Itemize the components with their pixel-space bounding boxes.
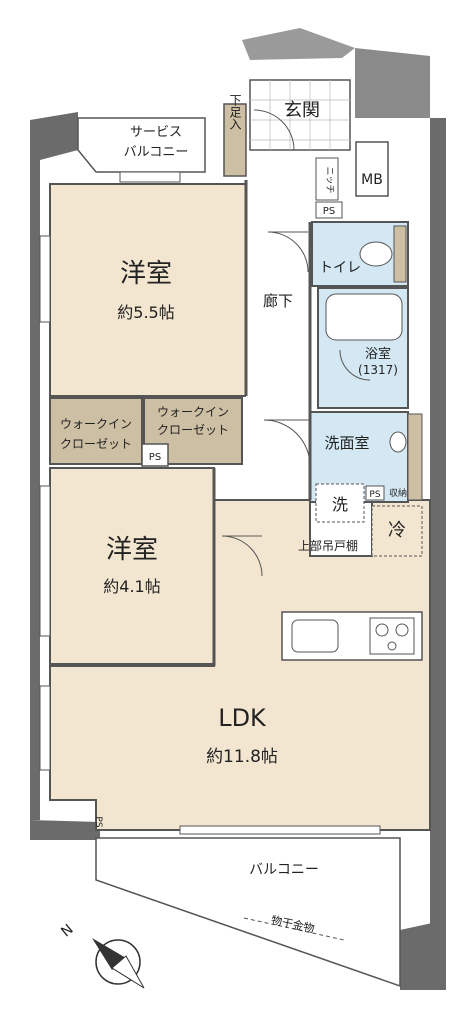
balcony	[95, 837, 401, 988]
fridge-label: 冷	[388, 520, 406, 541]
ps-label-ldk: PS	[93, 816, 103, 827]
kitchen-sink	[291, 619, 339, 653]
balcony-label: バルコニー	[249, 862, 319, 878]
burner-2	[395, 623, 409, 637]
walk-in-closet-2-line2: クローゼット	[157, 423, 229, 437]
drying-hardware-line	[243, 917, 345, 941]
ps-label-closet: PS	[149, 452, 161, 463]
exterior-walls	[30, 28, 446, 990]
compass-label: N	[58, 921, 76, 940]
washer-label: 洗	[332, 495, 348, 514]
ldk-name: LDK	[218, 704, 267, 732]
western-room-2-name: 洋室	[106, 535, 158, 565]
interior-walls	[212, 180, 312, 666]
upper-cabinet-label: 上部吊戸棚	[298, 538, 358, 553]
service-balcony-line2: バルコニー	[124, 145, 189, 160]
western-room-1-size: 約5.5帖	[117, 303, 174, 322]
fridge-space	[371, 505, 423, 557]
washroom-label: 洗面室	[324, 434, 369, 452]
burner-3	[387, 641, 397, 651]
ps-box-closet	[141, 443, 169, 467]
western-room-2-size: 約4.1帖	[103, 577, 160, 596]
toilet-label: トイレ	[319, 260, 361, 276]
service-balcony-line1: サービス	[130, 125, 182, 140]
ps-box-wash	[365, 485, 385, 501]
walk-in-closet-1-line2: クローゼット	[60, 437, 132, 451]
door-swings	[221, 109, 371, 577]
corridor	[246, 180, 310, 498]
ps-label-wash: PS	[369, 490, 380, 500]
walk-in-closet-1	[49, 397, 143, 465]
balcony-windows	[179, 825, 381, 835]
burner-1	[375, 623, 389, 637]
western-room-1	[49, 183, 247, 397]
walk-in-closet-2-line1: ウォークイン	[157, 405, 229, 419]
mb-label: MB	[361, 172, 383, 188]
ps-label-top: PS	[323, 206, 335, 217]
stove	[369, 617, 415, 655]
corridor-label: 廊下	[263, 292, 293, 310]
ldk-room	[49, 499, 431, 831]
western-room-2	[49, 467, 215, 665]
ldk-size: 約11.8帖	[206, 747, 278, 767]
entrance-tiles	[250, 80, 350, 150]
shoe-storage-label: 下足入	[228, 94, 242, 130]
toilet-upper-cabinet	[393, 225, 407, 283]
compass-icon: N	[58, 921, 145, 989]
storage-label: 収納	[389, 487, 407, 499]
walk-in-closet-1-line1: ウォークイン	[60, 417, 132, 431]
niche-label: ニッチ	[324, 166, 335, 193]
niche	[315, 157, 339, 201]
entrance-floor	[249, 79, 351, 151]
bathroom-name: 浴室	[365, 346, 391, 362]
bathtub	[325, 293, 403, 341]
bathroom-size: (1317)	[358, 363, 398, 377]
window-marks	[39, 171, 181, 771]
washer-space	[315, 483, 365, 523]
ps-box-top	[315, 201, 343, 219]
wash-basin	[389, 431, 407, 453]
western-room-1-name: 洋室	[120, 259, 172, 289]
toilet-bowl	[359, 241, 393, 267]
mb-box	[355, 141, 389, 197]
washroom-storage	[407, 413, 423, 501]
entrance-label: 玄関	[284, 100, 320, 121]
shoe-storage	[223, 103, 247, 177]
